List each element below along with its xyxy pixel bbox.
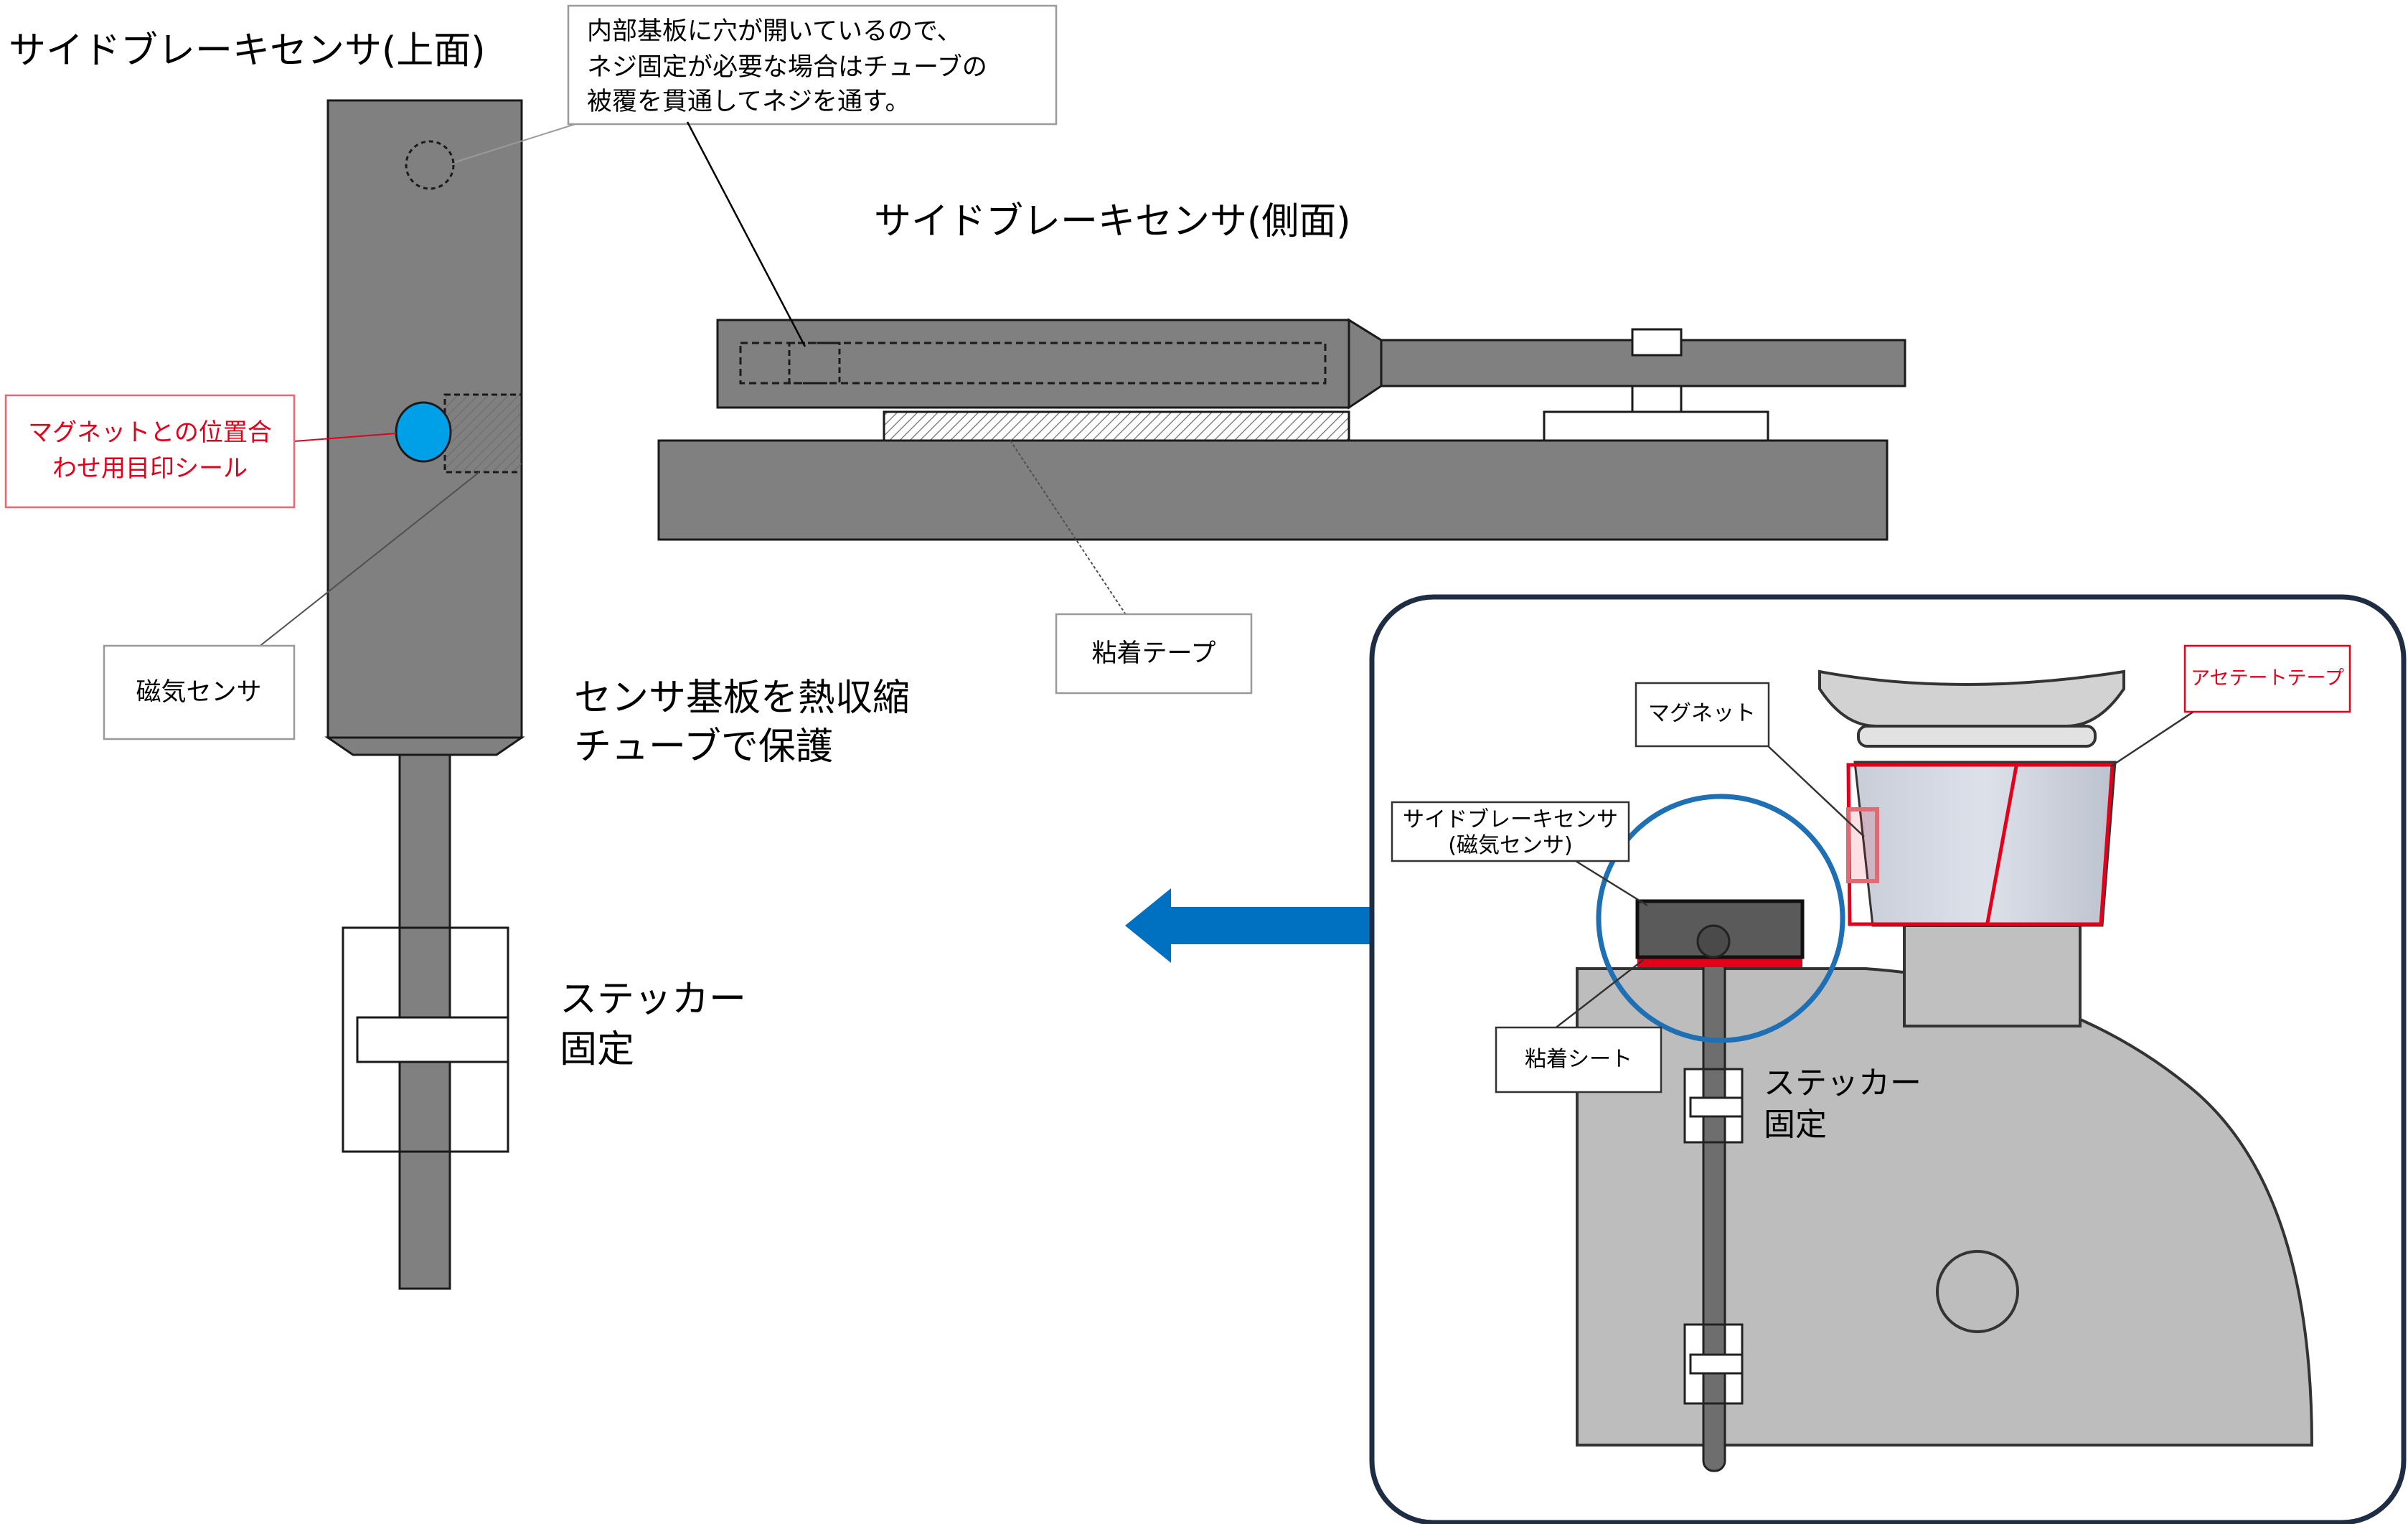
magnetic-sensor-outline — [443, 393, 523, 474]
label-box-adhesive-sheet — [1495, 1026, 1662, 1093]
leader-magnet — [1764, 743, 1865, 837]
leader-adhesive-sheet — [1541, 959, 1644, 1040]
sensor-taper — [324, 736, 525, 756]
top-view-sensor — [324, 99, 525, 1290]
callout-magnet-mark-line-2: わせ用目印シール — [52, 454, 248, 483]
mounting-base — [657, 439, 1889, 541]
acetate-tape-seam — [1985, 766, 2018, 923]
sensor-side-taper — [1348, 318, 1383, 410]
callout-magnetic-sensor-text: 磁気センサ — [136, 678, 261, 707]
knob-cylinder — [1853, 761, 2117, 927]
title-top-view: サイドブレーキセンサ(上面) — [9, 29, 486, 72]
callout-screw-hole — [567, 4, 1058, 126]
note-heat-shrink-line-2: チューブで保護 — [574, 725, 833, 768]
inset-sticker-1-band — [1689, 1096, 1744, 1118]
callout-screw-hole-line-1: 内部基板に穴が開いているので、 — [587, 17, 962, 46]
knob-ring — [1857, 725, 2097, 748]
label-sensor-line-2: (磁気センサ) — [1448, 833, 1572, 858]
magnet-inset — [1846, 807, 1879, 883]
leader-screw-hole — [454, 118, 592, 163]
lever-neck — [1903, 924, 2082, 1027]
leader-screw-hole-side — [686, 121, 806, 347]
screw-hole-outline — [405, 140, 455, 190]
sensor-highlight-circle — [1596, 794, 1845, 1043]
installation-inset: マグネット アセテートテープ サイドブレーキセンサ (磁気センサ) 粘着シート … — [1369, 594, 2407, 1524]
callout-magnetic-sensor — [103, 644, 296, 740]
sticker-side-base — [1543, 410, 1769, 442]
callout-magnet-mark-line-1: マグネットとの位置合 — [28, 418, 272, 447]
leader-acetate-tape — [2110, 709, 2196, 768]
callout-adhesive-tape — [1055, 613, 1253, 695]
inset-note-sticker-line-2: 固定 — [1764, 1106, 1827, 1143]
sticker-side-stem — [1631, 385, 1683, 413]
arrow-head — [1125, 888, 1171, 963]
knob-top — [1818, 669, 2125, 728]
note-sticker-fix-line-1: ステッカー — [560, 978, 746, 1021]
note-heat-shrink-line-1: センサ基板を熱収縮 — [574, 677, 910, 720]
internal-board-outline — [739, 342, 1327, 385]
label-adhesive-sheet: 粘着シート — [1525, 1047, 1632, 1072]
pivot-hole — [1936, 1250, 2019, 1333]
leader-magnetic-sensor — [258, 471, 480, 648]
screw-hole-side-outline — [788, 342, 841, 385]
magnet-mark-sticker — [395, 401, 452, 463]
leader-magnet-mark — [293, 433, 397, 442]
sticker-side-top — [1631, 328, 1683, 357]
sensor-side-body — [716, 319, 1350, 409]
title-side-view: サイドブレーキセンサ(側面) — [874, 200, 1351, 243]
label-box-acetate-tape — [2183, 644, 2351, 713]
inset-sensor-cable-exit — [1696, 924, 1731, 959]
label-magnet: マグネット — [1648, 701, 1756, 726]
callout-screw-hole-line-3: 被覆を貫通してネジを通す。 — [587, 88, 910, 116]
sticker-band — [356, 1016, 509, 1063]
inset-note-sticker-line-1: ステッカー — [1764, 1065, 1922, 1101]
callout-screw-hole-line-2: ネジ固定が必要な場合はチューブの — [587, 53, 987, 82]
callout-adhesive-tape-text: 粘着テープ — [1092, 639, 1216, 668]
label-sensor-line-1: サイドブレーキセンサ — [1403, 807, 1618, 832]
label-box-magnet — [1635, 682, 1770, 748]
callout-magnet-mark — [4, 394, 296, 509]
side-view-assembly — [657, 318, 1906, 541]
note-sticker-fix-line-2: 固定 — [560, 1028, 634, 1071]
adhesive-tape — [883, 410, 1350, 442]
inset-sticker-2-band — [1689, 1353, 1744, 1375]
label-box-sensor — [1391, 801, 1630, 862]
leader-sensor — [1575, 860, 1648, 907]
label-acetate-tape: アセテートテープ — [2191, 667, 2344, 690]
